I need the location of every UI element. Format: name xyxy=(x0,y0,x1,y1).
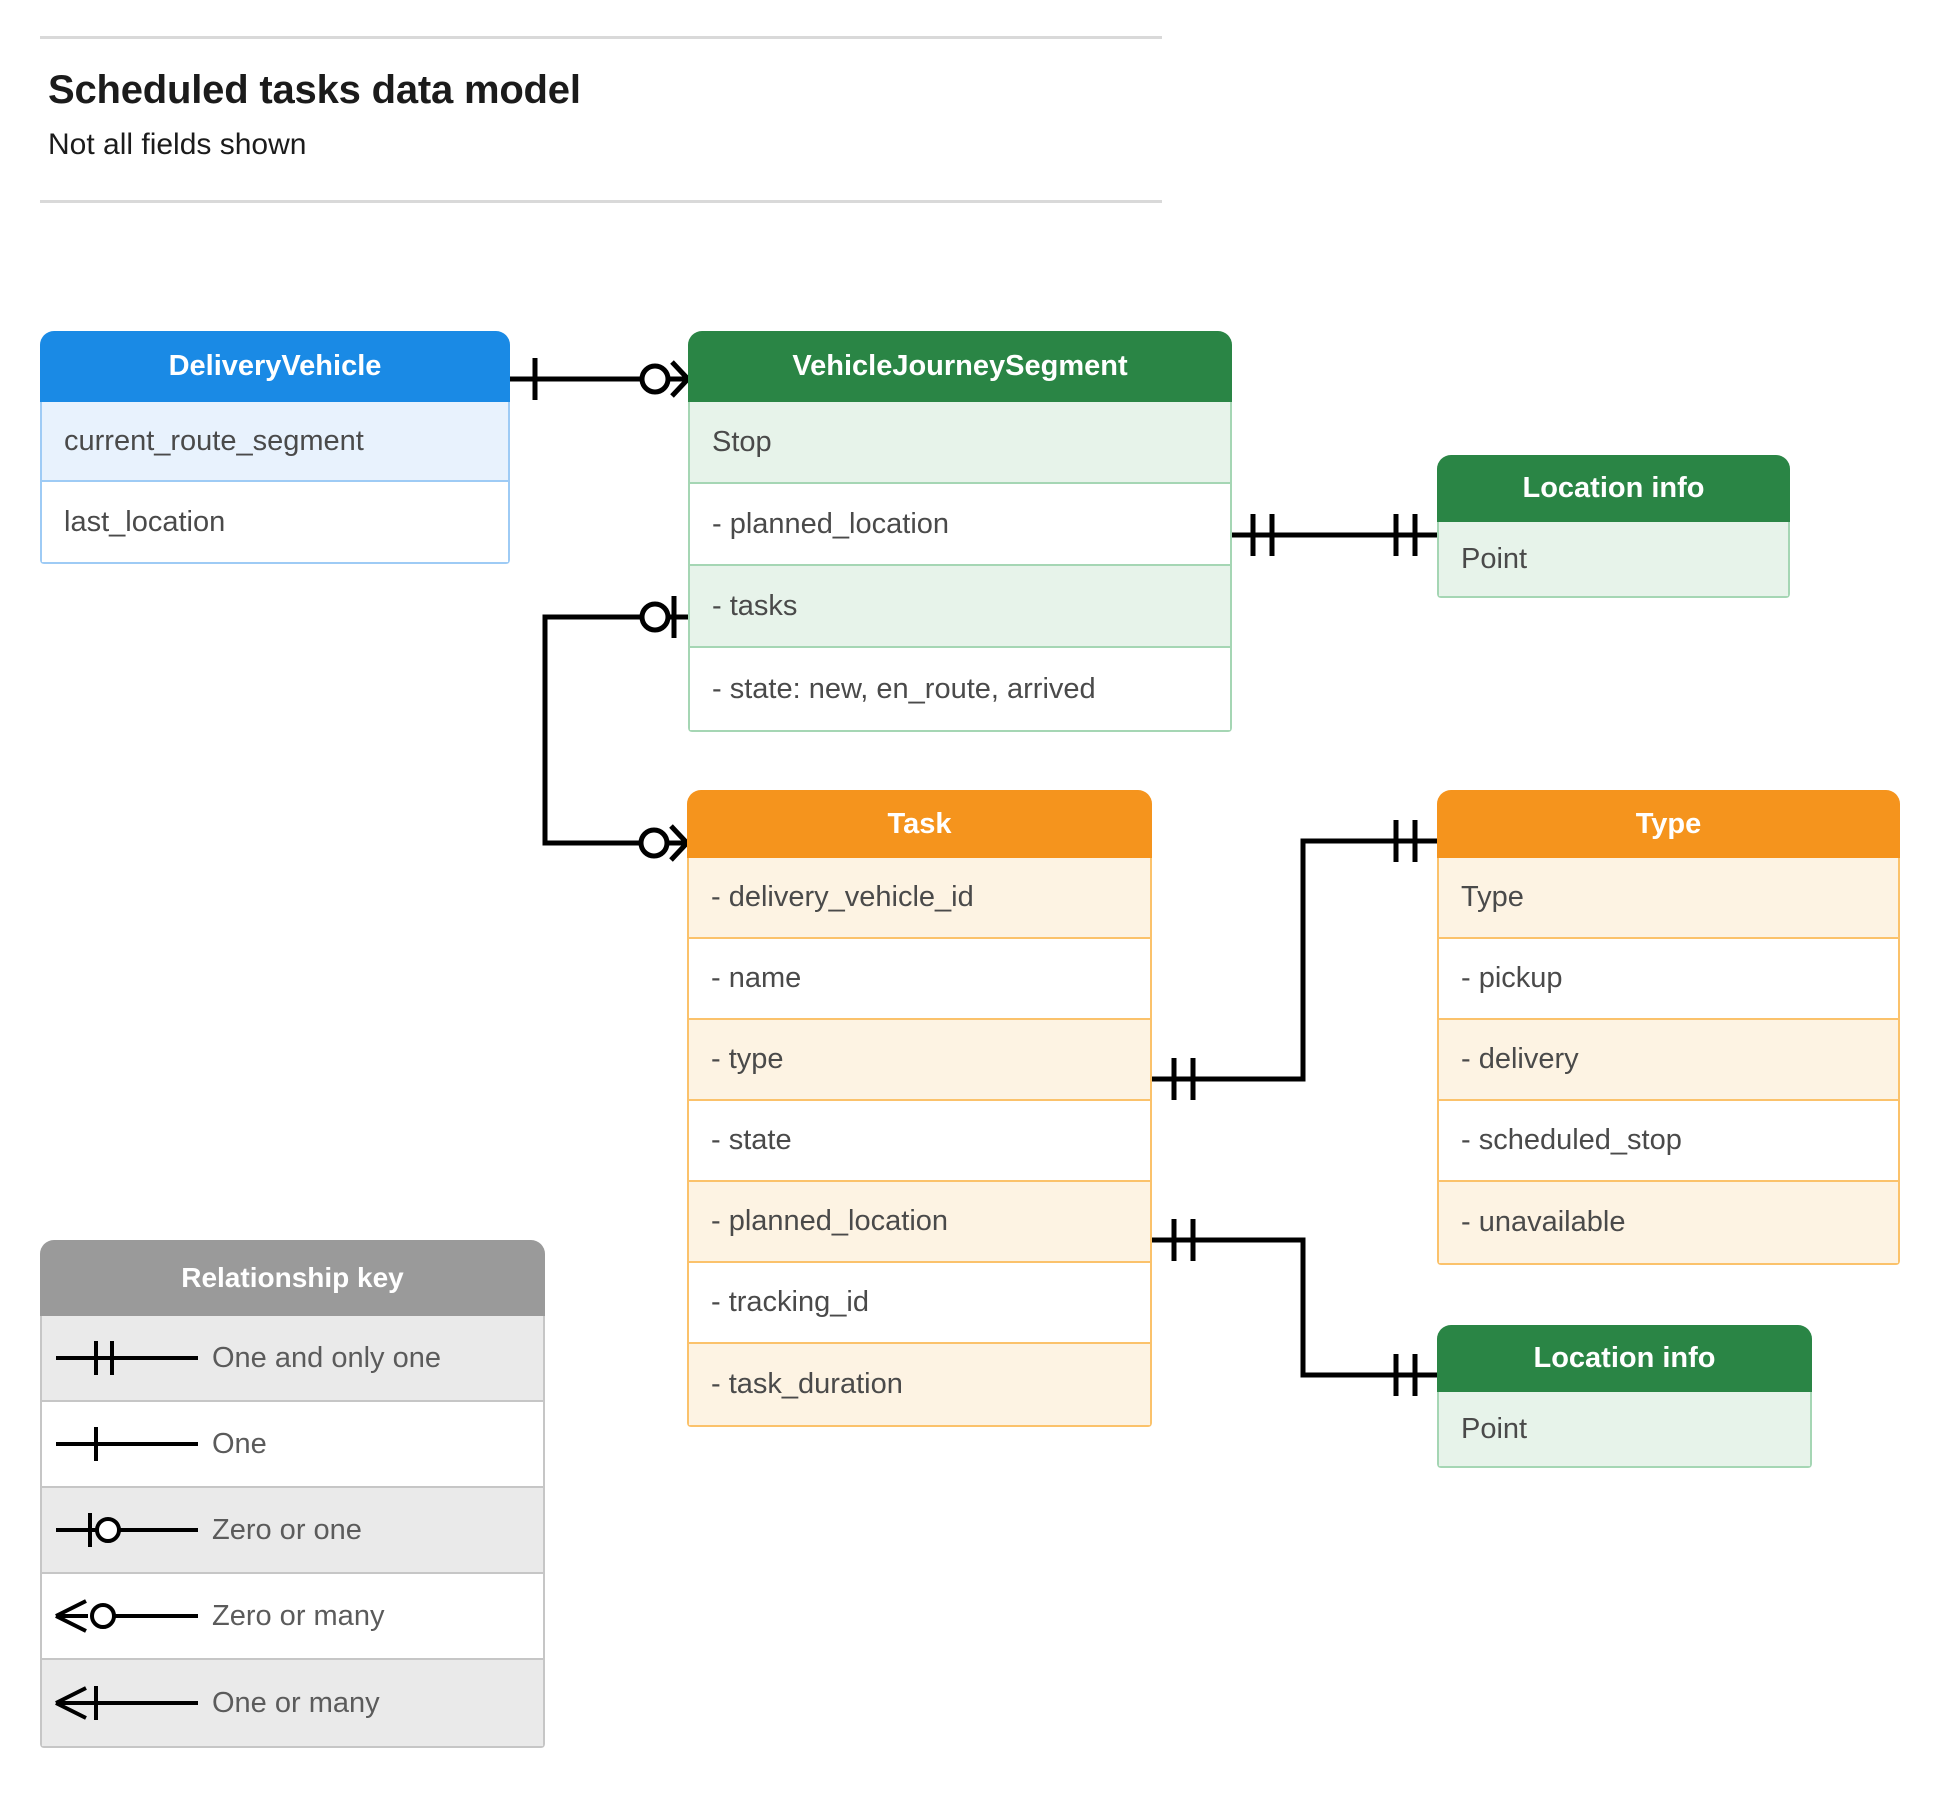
key-row-zero-or-one[interactable]: Zero or one xyxy=(42,1488,543,1574)
key-row-one-and-only-one[interactable]: One and only one xyxy=(42,1316,543,1402)
entity-header-location-info-bottom: Location info xyxy=(1437,1325,1812,1392)
entity-row[interactable]: - type xyxy=(689,1020,1150,1101)
entity-rows-vehicle-journey-segment: Stop - planned_location - tasks - state:… xyxy=(688,402,1232,732)
connector-task-location xyxy=(1152,1237,1437,1378)
entity-row[interactable]: current_route_segment xyxy=(42,402,508,482)
entity-rows-type: Type - pickup - delivery - scheduled_sto… xyxy=(1437,858,1900,1265)
entity-rows-delivery-vehicle: current_route_segment last_location xyxy=(40,402,510,564)
entity-row[interactable]: - planned_location xyxy=(690,484,1230,566)
one-and-only-one-icon xyxy=(42,1335,212,1381)
entity-row[interactable]: Point xyxy=(1439,1392,1810,1466)
entity-row[interactable]: - tracking_id xyxy=(689,1263,1150,1344)
cardinality-many-crowsfoot-task xyxy=(667,824,689,862)
entity-row[interactable]: - delivery xyxy=(1439,1020,1898,1101)
page-subtitle: Not all fields shown xyxy=(48,128,307,161)
relationship-key-title: Relationship key xyxy=(40,1240,545,1316)
entity-header-vehicle-journey-segment: VehicleJourneySegment xyxy=(688,331,1232,402)
entity-row[interactable]: - pickup xyxy=(1439,939,1898,1020)
entity-header-location-info-top: Location info xyxy=(1437,455,1790,522)
zero-or-one-icon xyxy=(42,1507,212,1553)
entity-row[interactable]: - planned_location xyxy=(689,1182,1150,1263)
header-divider-top xyxy=(40,36,1162,39)
entity-row[interactable]: - unavailable xyxy=(1439,1182,1898,1263)
key-label: One or many xyxy=(212,1686,380,1719)
entity-type[interactable]: Type Type - pickup - delivery - schedule… xyxy=(1437,790,1900,1265)
entity-rows-location-info-bottom: Point xyxy=(1437,1392,1812,1468)
header-divider-bottom xyxy=(40,200,1162,203)
relationship-key-rows: One and only one One xyxy=(40,1316,545,1748)
key-label: One xyxy=(212,1427,267,1460)
cardinality-many-crowsfoot-vjs xyxy=(668,360,690,398)
entity-row[interactable]: - delivery_vehicle_id xyxy=(689,858,1150,939)
entity-row[interactable]: Stop xyxy=(690,402,1230,484)
key-label: Zero or one xyxy=(212,1513,362,1546)
entity-delivery-vehicle[interactable]: DeliveryVehicle current_route_segment la… xyxy=(40,331,510,564)
entity-task[interactable]: Task - delivery_vehicle_id - name - type… xyxy=(687,790,1152,1427)
entity-header-type: Type xyxy=(1437,790,1900,858)
one-or-many-icon xyxy=(42,1680,212,1726)
entity-header-delivery-vehicle: DeliveryVehicle xyxy=(40,331,510,402)
cardinality-zero-circle-vjs xyxy=(639,363,671,395)
entity-row[interactable]: - state: new, en_route, arrived xyxy=(690,648,1230,730)
key-row-one[interactable]: One xyxy=(42,1402,543,1488)
zero-or-many-icon xyxy=(42,1593,212,1639)
entity-row[interactable]: Type xyxy=(1439,858,1898,939)
one-icon xyxy=(42,1421,212,1467)
entity-row[interactable]: - task_duration xyxy=(689,1344,1150,1425)
entity-row[interactable]: - scheduled_stop xyxy=(1439,1101,1898,1182)
relationship-key-panel[interactable]: Relationship key One and only one xyxy=(40,1240,545,1748)
key-label: Zero or many xyxy=(212,1599,385,1632)
key-row-one-or-many[interactable]: One or many xyxy=(42,1660,543,1746)
entity-row[interactable]: - tasks xyxy=(690,566,1230,648)
cardinality-zero-circle-task xyxy=(638,827,670,859)
entity-rows-location-info-top: Point xyxy=(1437,522,1790,598)
entity-location-info-bottom[interactable]: Location info Point xyxy=(1437,1325,1812,1468)
key-label: One and only one xyxy=(212,1341,441,1374)
entity-location-info-top[interactable]: Location info Point xyxy=(1437,455,1790,598)
entity-rows-task: - delivery_vehicle_id - name - type - st… xyxy=(687,858,1152,1427)
entity-row[interactable]: - name xyxy=(689,939,1150,1020)
cardinality-zero-circle-tasks xyxy=(639,601,671,633)
connector-task-type xyxy=(1152,838,1437,1082)
key-row-zero-or-many[interactable]: Zero or many xyxy=(42,1574,543,1660)
page-title: Scheduled tasks data model xyxy=(48,68,581,112)
connector-vjs-task xyxy=(542,614,688,846)
entity-row[interactable]: last_location xyxy=(42,482,508,562)
entity-row[interactable]: - state xyxy=(689,1101,1150,1182)
entity-vehicle-journey-segment[interactable]: VehicleJourneySegment Stop - planned_loc… xyxy=(688,331,1232,732)
entity-header-task: Task xyxy=(687,790,1152,858)
entity-row[interactable]: Point xyxy=(1439,522,1788,596)
